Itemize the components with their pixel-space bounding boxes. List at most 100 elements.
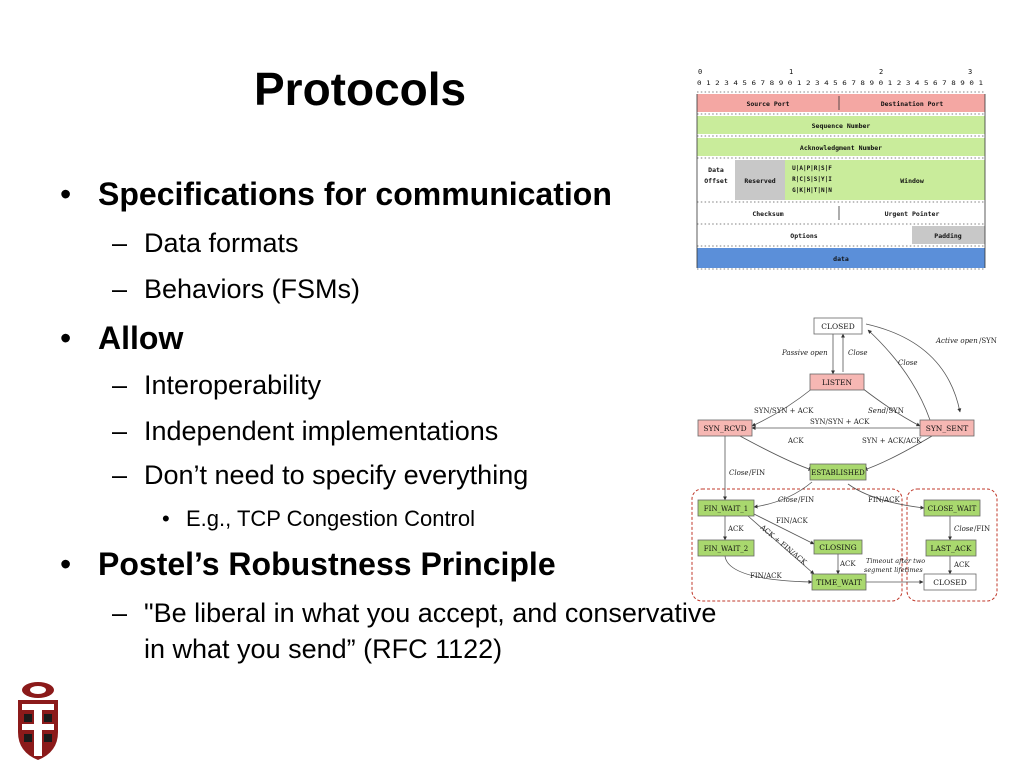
- label-close-fin-c-2: /FIN: [974, 525, 990, 533]
- sub-bullet-text: Data formats: [144, 228, 299, 258]
- sub-bullet-text: Behaviors (FSMs): [144, 274, 361, 304]
- bit-tens-1: 1: [789, 68, 793, 76]
- data-offset-label-1: Data: [708, 166, 724, 174]
- sequence-number-cell: [697, 116, 985, 134]
- state-close-wait: [923, 499, 981, 517]
- bullet-text: Specifications for communication: [98, 176, 612, 212]
- data-cell: [697, 248, 985, 268]
- sequence-number-label: Sequence Number: [812, 122, 871, 130]
- sub-bullet-text: "Be liberal in what you accept, and cons…: [144, 598, 717, 628]
- state-syn-rcvd: [697, 419, 753, 437]
- tcp-fsm-diagram: CLOSED LISTEN SYN_RCVD SYN_SENT ESTABLIS…: [691, 317, 998, 602]
- urgent-pointer-cell: [839, 204, 985, 222]
- destination-port-cell: [839, 94, 985, 112]
- bit-tens-0: 0: [698, 68, 702, 76]
- state-fin-wait-2-label: FIN_WAIT_2: [704, 545, 749, 553]
- checksum-label: Checksum: [752, 210, 783, 218]
- padding-cell: [912, 226, 985, 244]
- bullet-text: Postel’s Robustness Principle: [98, 546, 556, 582]
- passive-close-group-box: [906, 488, 998, 602]
- source-port-label: Source Port: [746, 100, 789, 108]
- state-syn-sent-label: SYN_SENT: [926, 424, 969, 433]
- state-fin-wait-1: [697, 499, 755, 517]
- state-time-wait: [811, 573, 867, 591]
- label-fin-ack-2: FIN/ACK: [776, 517, 809, 525]
- bullet-glyph: •: [162, 506, 170, 531]
- destination-port-label: Destination Port: [881, 100, 944, 108]
- label-timeout-1: Timeout after two: [866, 557, 925, 565]
- source-port-cell: [697, 94, 839, 112]
- reserved-cell: [735, 160, 785, 200]
- data-label: data: [833, 255, 849, 263]
- state-established: [809, 463, 867, 481]
- bullet-glyph: •: [60, 320, 72, 356]
- university-seal-logo: [18, 682, 58, 760]
- label-timeout-2: segment lifetimes: [864, 566, 923, 574]
- state-last-ack-label: LAST_ACK: [930, 544, 971, 553]
- state-closed: [813, 317, 863, 335]
- data-offset-cell: [697, 160, 735, 200]
- state-closing: [813, 539, 863, 555]
- label-ack-2: ACK: [727, 525, 744, 533]
- state-closed-2: [923, 573, 977, 591]
- label-send-syn: /SYN: [886, 407, 904, 415]
- label-fin-ack-1: FIN/ACK: [868, 496, 901, 504]
- window-cell: [839, 160, 985, 200]
- dash-glyph: –: [112, 228, 128, 258]
- window-label: Window: [900, 177, 924, 185]
- state-listen: [809, 373, 865, 391]
- checksum-cell: [697, 204, 839, 222]
- label-close-1: Close: [848, 349, 868, 357]
- label-syn-synack-2: SYN/SYN + ACK: [810, 418, 870, 426]
- dash-glyph: –: [112, 274, 128, 304]
- dash-glyph: –: [112, 370, 128, 400]
- bullet-text: Allow: [98, 320, 184, 356]
- data-offset-label-2: Offset: [704, 177, 728, 185]
- label-synack-ack: SYN + ACK/ACK: [862, 437, 922, 445]
- label-ack-fin-ack: ACK + FIN/ACK: [758, 523, 809, 567]
- ack-number-cell: [697, 138, 985, 156]
- state-established-label: ESTABLISHED: [811, 469, 865, 477]
- state-fin-wait-2: [697, 539, 755, 557]
- label-active-open: Active open: [935, 337, 978, 345]
- sub-bullet-text: in what you send” (RFC 1122): [144, 634, 503, 664]
- options-label: Options: [790, 232, 817, 240]
- label-close-fin-b: Close: [778, 496, 798, 504]
- urgent-pointer-label: Urgent Pointer: [885, 210, 940, 218]
- bit-units: 0 1 2 3 4 5 6 7 8 9 0 1 2 3 4 5 6 7 8 9 …: [697, 80, 983, 87]
- state-listen-label: LISTEN: [822, 378, 853, 387]
- label-close-fin-b-2: /FIN: [798, 496, 814, 504]
- bit-tens-3: 3: [968, 68, 972, 76]
- bullet-glyph: •: [60, 546, 72, 582]
- label-ack-4: ACK: [953, 561, 970, 569]
- label-fin-ack-3: FIN/ACK: [750, 572, 783, 580]
- state-last-ack: [925, 539, 977, 557]
- sub-bullet-text: Interoperability: [144, 370, 322, 400]
- state-fin-wait-1-label: FIN_WAIT_1: [704, 505, 749, 513]
- label-ack-1: ACK: [787, 437, 804, 445]
- flags-row-1: U|A|P|R|S|F: [792, 165, 832, 172]
- reserved-label: Reserved: [744, 177, 775, 185]
- sub-bullet-text: Independent implementations: [144, 416, 499, 446]
- flags-row-3: G|K|H|T|N|N: [792, 187, 832, 194]
- state-time-wait-label: TIME_WAIT: [816, 578, 862, 587]
- state-syn-rcvd-label: SYN_RCVD: [703, 424, 746, 433]
- state-syn-sent: [919, 419, 975, 437]
- bit-tens-2: 2: [879, 68, 883, 76]
- dash-glyph: –: [112, 460, 128, 490]
- label-close-fin-a: Close: [729, 469, 749, 477]
- slide-title: Protocols: [254, 63, 467, 115]
- dash-glyph: –: [112, 416, 128, 446]
- label-passive-open: Passive open: [781, 349, 828, 357]
- state-closed-2-label: CLOSED: [933, 578, 967, 587]
- sub-sub-bullet-text: E.g., TCP Congestion Control: [186, 506, 476, 531]
- label-syn-synack: SYN/SYN + ACK: [754, 407, 814, 415]
- flags-cell: [785, 160, 839, 200]
- label-ack-3: ACK: [839, 560, 856, 568]
- label-close-fin-c: Close: [954, 525, 974, 533]
- state-closing-label: CLOSING: [819, 543, 857, 552]
- sub-bullet-text: Don’t need to specify everything: [144, 460, 529, 490]
- bullet-glyph: •: [60, 176, 72, 212]
- label-send: Send: [868, 407, 886, 415]
- closing-group-box: [691, 488, 903, 602]
